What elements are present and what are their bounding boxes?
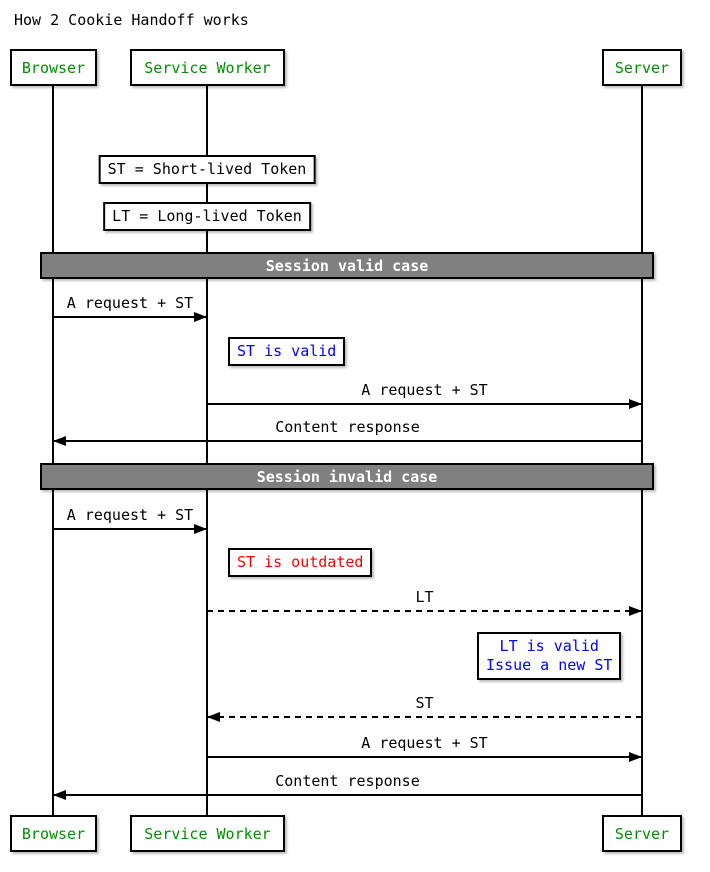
message-label-request-st-2: A request + ST xyxy=(361,381,488,399)
message-line-request-st-3 xyxy=(53,528,207,530)
arrowhead-request-st-3 xyxy=(194,524,207,534)
message-label-lt-handoff: LT xyxy=(415,588,434,606)
divider-session-valid: Session valid case xyxy=(40,252,654,279)
participant-browser-bottom: Browser xyxy=(10,815,97,852)
note-st-definition: ST = Short-lived Token xyxy=(98,155,316,184)
message-label-request-st-1: A request + ST xyxy=(66,294,194,312)
message-line-content-response-2 xyxy=(53,794,642,796)
arrowhead-content-response-1 xyxy=(53,436,66,446)
message-line-content-response-1 xyxy=(53,440,642,442)
participant-service-worker-bottom: Service Worker xyxy=(130,815,285,852)
message-label-content-response-1: Content response xyxy=(275,418,420,436)
message-lt-handoff: LT xyxy=(207,588,642,616)
participant-server-bottom: Server xyxy=(602,815,682,852)
arrowhead-request-st-2 xyxy=(629,399,642,409)
message-line-request-st-4 xyxy=(207,756,642,758)
note-line: Issue a new ST xyxy=(486,656,613,674)
message-line-st-reissue xyxy=(207,716,642,718)
lifeline-server xyxy=(641,86,643,816)
message-line-request-st-1 xyxy=(53,316,207,318)
lifeline-browser xyxy=(52,86,54,816)
message-label-st-reissue: ST xyxy=(415,694,434,712)
note-line: ST = Short-lived Token xyxy=(107,160,307,178)
message-request-st-3: A request + ST xyxy=(53,506,207,534)
note-line: ST is valid xyxy=(237,342,337,360)
note-st-valid: ST is valid xyxy=(228,337,346,366)
arrowhead-content-response-2 xyxy=(53,790,66,800)
message-line-lt-handoff xyxy=(207,610,642,612)
divider-session-invalid: Session invalid case xyxy=(40,463,654,490)
message-line-request-st-2 xyxy=(207,403,642,405)
message-label-content-response-2: Content response xyxy=(275,772,420,790)
message-request-st-4: A request + ST xyxy=(207,734,642,762)
message-st-reissue: ST xyxy=(207,694,642,722)
message-label-request-st-3: A request + ST xyxy=(66,506,194,524)
message-content-response-2: Content response xyxy=(53,772,642,800)
participant-server-top: Server xyxy=(602,49,682,86)
arrowhead-lt-handoff xyxy=(629,606,642,616)
arrowhead-st-reissue xyxy=(207,712,220,722)
note-line: LT is valid xyxy=(499,637,599,655)
message-label-request-st-4: A request + ST xyxy=(361,734,488,752)
message-request-st-2: A request + ST xyxy=(207,381,642,409)
arrowhead-request-st-4 xyxy=(629,752,642,762)
note-line: ST is outdated xyxy=(237,553,364,571)
lifeline-service-worker xyxy=(206,86,208,816)
message-content-response-1: Content response xyxy=(53,418,642,446)
participant-service-worker-top: Service Worker xyxy=(130,49,285,86)
participant-browser-top: Browser xyxy=(10,49,97,86)
note-st-outdated: ST is outdated xyxy=(228,548,373,577)
note-lt-definition: LT = Long-lived Token xyxy=(103,202,311,231)
note-line: LT = Long-lived Token xyxy=(112,207,302,225)
diagram-title: How 2 Cookie Handoff works xyxy=(14,11,249,29)
message-request-st-1: A request + ST xyxy=(53,294,207,322)
arrowhead-request-st-1 xyxy=(194,312,207,322)
